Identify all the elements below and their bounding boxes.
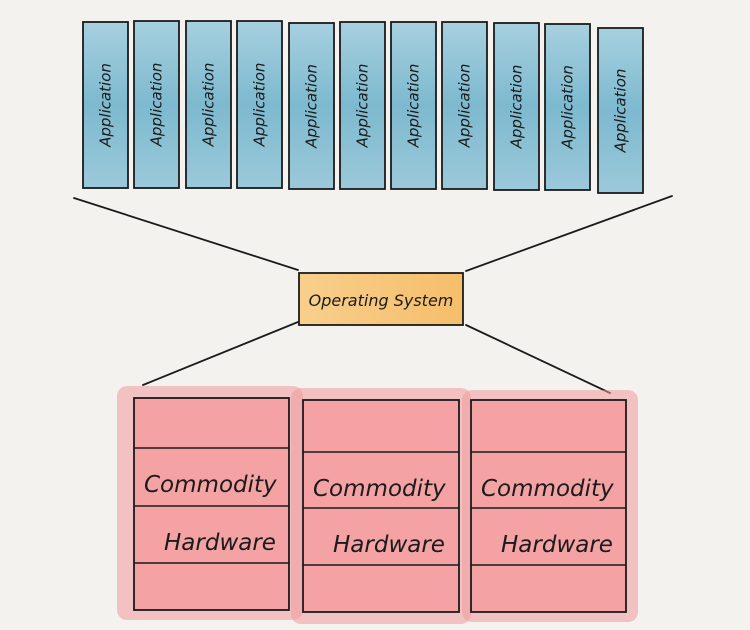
application-label: Application	[303, 64, 321, 149]
hardware-row: CommodityHardwareCommodityHardwareCommod…	[117, 386, 638, 624]
application-label: Application	[508, 65, 526, 150]
application-label: Application	[200, 63, 218, 148]
hardware-box	[470, 399, 627, 613]
application-column-4: Application	[236, 20, 283, 189]
hardware-label-line2: Hardware	[164, 530, 276, 556]
application-box	[390, 21, 437, 190]
application-box	[185, 20, 232, 189]
application-column-1: Application	[82, 21, 129, 189]
application-column-9: Application	[493, 22, 540, 191]
hardware-box	[133, 397, 290, 611]
application-column-10: Application	[544, 23, 591, 191]
connector-hw-right	[465, 324, 611, 394]
application-box	[82, 21, 129, 189]
application-label: Application	[456, 64, 474, 149]
hardware-box	[302, 399, 460, 613]
application-box	[441, 21, 488, 190]
application-label: Application	[251, 63, 269, 148]
application-column-3: Application	[185, 20, 232, 189]
application-box	[597, 27, 644, 194]
hardware-label-line2: Hardware	[501, 532, 613, 558]
application-column-8: Application	[441, 21, 488, 190]
hardware-label-line1: Commodity	[481, 476, 614, 502]
application-label: Application	[97, 63, 115, 148]
application-box	[544, 23, 591, 191]
application-column-2: Application	[133, 20, 180, 189]
application-column-6: Application	[339, 21, 386, 190]
operating-system-box: Operating System	[298, 272, 464, 326]
application-label: Application	[612, 69, 630, 154]
connector-hw-left	[142, 321, 299, 386]
application-label: Application	[148, 63, 166, 148]
application-column-7: Application	[390, 21, 437, 190]
application-column-11: Application	[597, 27, 644, 194]
application-label: Application	[405, 64, 423, 149]
application-box	[236, 20, 283, 189]
application-label: Application	[559, 65, 577, 150]
hardware-label-line1: Commodity	[144, 472, 277, 498]
operating-system-label: Operating System	[309, 291, 454, 310]
application-label: Application	[354, 64, 372, 149]
connector-apps-right	[465, 195, 673, 272]
application-box	[493, 22, 540, 191]
application-box	[339, 21, 386, 190]
applications-row: Application Application Application Applica…	[82, 20, 644, 194]
application-box	[288, 22, 335, 190]
hardware-label-line1: Commodity	[313, 476, 446, 502]
connector-lines	[73, 195, 673, 394]
application-box	[133, 20, 180, 189]
hardware-label-line2: Hardware	[333, 532, 445, 558]
application-column-5: Application	[288, 22, 335, 190]
connector-apps-left	[73, 197, 299, 271]
